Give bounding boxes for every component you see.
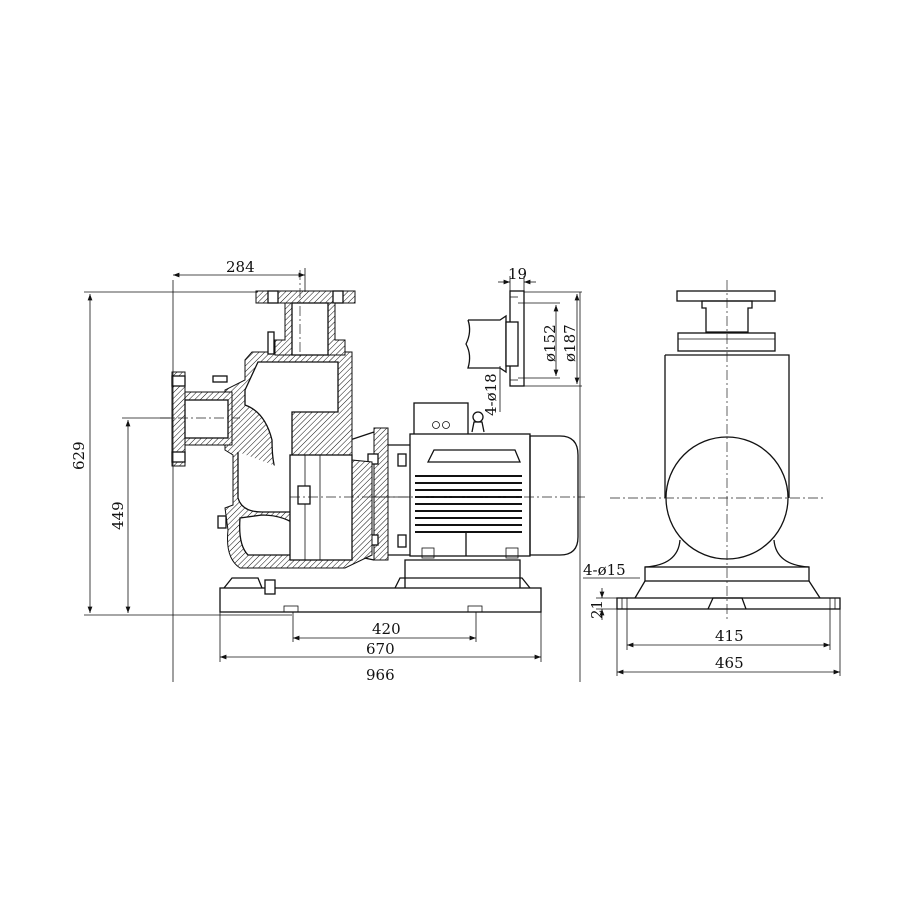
motor (409, 402, 579, 559)
dim-415: 415 (715, 627, 744, 645)
dim-4-d18: 4-ø18 (482, 373, 500, 416)
side-view-dimensions: 4-ø15 21 415 465 (583, 561, 841, 676)
pump-casing (224, 351, 373, 569)
dim-420: 420 (372, 620, 401, 638)
dim-966: 966 (366, 666, 395, 684)
dim-465: 465 (715, 654, 744, 672)
dim-d187: ø187 (561, 324, 579, 362)
dim-d152: ø152 (541, 324, 559, 362)
base-frame (219, 577, 542, 613)
dim-670: 670 (366, 640, 395, 658)
suction-nozzle (171, 371, 233, 529)
dim-19: 19 (508, 265, 527, 283)
flange-detail: 19 ø152 ø187 4-ø18 (465, 265, 582, 416)
side-view (610, 280, 841, 620)
dim-284: 284 (226, 258, 255, 276)
dim-4-d15: 4-ø15 (583, 561, 626, 579)
front-view (160, 270, 585, 613)
motor-support (404, 559, 521, 588)
front-view-dimensions: 284 629 449 420 670 966 (70, 258, 581, 684)
dim-21: 21 (588, 600, 606, 619)
discharge-nozzle (255, 290, 356, 356)
dim-449: 449 (109, 501, 127, 530)
dim-629: 629 (70, 441, 88, 470)
